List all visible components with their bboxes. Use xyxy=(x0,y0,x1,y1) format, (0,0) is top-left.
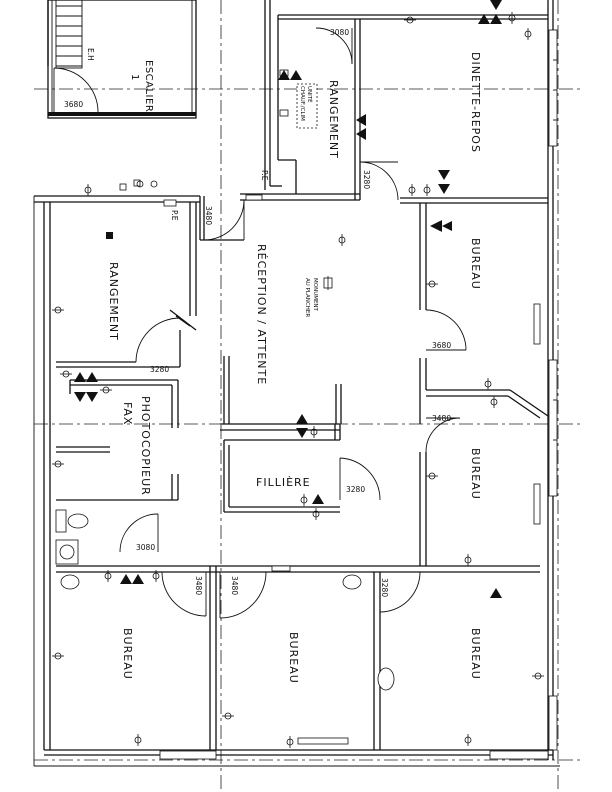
escalier-number: 1 xyxy=(129,74,140,81)
west-wall xyxy=(33,195,200,766)
pe-left-label: P.E xyxy=(170,210,179,221)
escalier-label: ESCALIER xyxy=(143,60,154,112)
monument-note-line1: MONUMENT xyxy=(312,278,318,312)
pe-top-label: P.E xyxy=(260,170,269,181)
photocopieur-label: PHOTOCOPIEUR xyxy=(139,396,152,496)
south-wall xyxy=(34,749,560,767)
bureau-bottom-right-label: BUREAU xyxy=(469,628,482,680)
photocopieur-walls xyxy=(55,379,179,573)
reception-label: RÉCEPTION / ATTENTE xyxy=(255,244,268,385)
rangement-top-label: RANGEMENT xyxy=(327,80,340,159)
monument-note-line2: AU PLANCHER xyxy=(304,278,310,317)
triangle-markers xyxy=(74,0,502,598)
unite-note-line2: CHAUF./CLIM xyxy=(299,86,305,121)
eh-label: E.H xyxy=(86,48,95,61)
grid-lines xyxy=(34,0,580,792)
door-tag-wc: 3080 xyxy=(136,543,155,552)
door-tag-filliere: 3280 xyxy=(346,485,365,494)
door-tag-bureau-top: 3680 xyxy=(432,341,451,350)
filliere-walls xyxy=(220,356,381,513)
door-tag-bureau-mid: 3480 xyxy=(432,414,451,423)
door-tag-rangement-left: 3480 xyxy=(204,206,213,225)
stair-block xyxy=(47,0,197,119)
door-tag-bureau-bm: 3480 xyxy=(230,576,239,595)
fax-label: FAX xyxy=(121,402,134,425)
door-tag-dinette: 3280 xyxy=(362,170,371,189)
bureau-right-mid-label: BUREAU xyxy=(469,448,482,500)
unite-note-line1: UNITÉ xyxy=(306,86,314,103)
rangement-left-label: RANGEMENT xyxy=(107,262,120,341)
door-tag-bureau-br: 3280 xyxy=(380,578,389,597)
rangement-left-walls xyxy=(56,196,245,368)
bureau-bottom-mid-label: BUREAU xyxy=(287,632,300,684)
filliere-label: FILLIÈRE xyxy=(256,476,311,489)
east-offices-walls xyxy=(419,203,549,566)
door-tag-rangement-top: 3080 xyxy=(330,28,349,37)
door-tag-escalier: 3680 xyxy=(64,100,83,109)
dinette-label: DINETTE-REPOS xyxy=(469,52,482,153)
door-tag-rangement-left2: 3280 xyxy=(150,365,169,374)
bureau-bottom-left-label: BUREAU xyxy=(121,628,134,680)
bureau-right-top-label: BUREAU xyxy=(469,238,482,290)
north-core xyxy=(240,0,548,204)
east-wall xyxy=(533,0,558,760)
south-offices-walls xyxy=(60,565,540,750)
door-tag-bureau-bl: 3480 xyxy=(194,576,203,595)
